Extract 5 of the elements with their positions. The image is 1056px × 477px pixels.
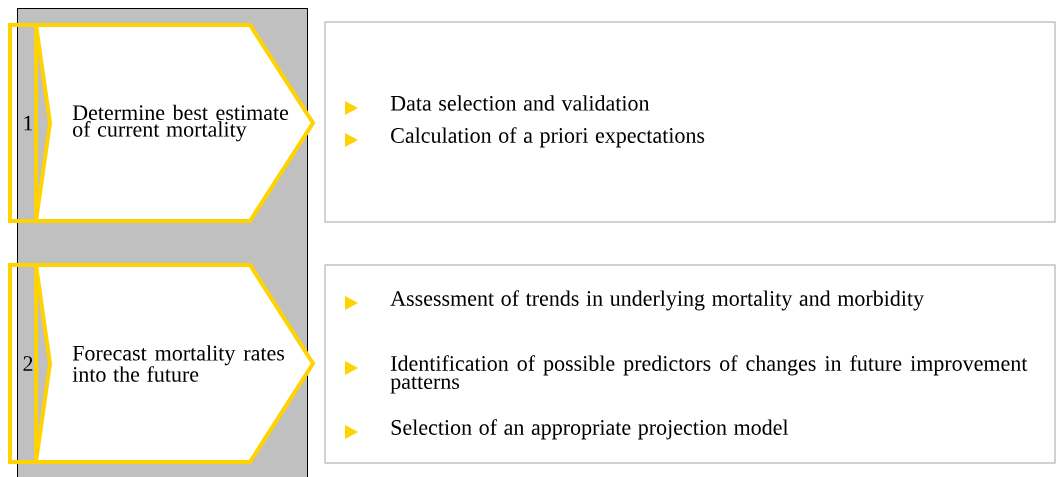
node-label: Forecast mortality rates into the future (72, 345, 285, 382)
text-box: Data selection and validation Calculation of a priori expectations (324, 21, 1056, 223)
number-box: 1 (8, 23, 38, 223)
number-box: 2 (8, 263, 38, 464)
text-box: Assessment of trends in underlying mortality and morbidity Identification of possible predictors of changes in future improvement patterns Selection of an appropriate projection model (324, 264, 1056, 464)
